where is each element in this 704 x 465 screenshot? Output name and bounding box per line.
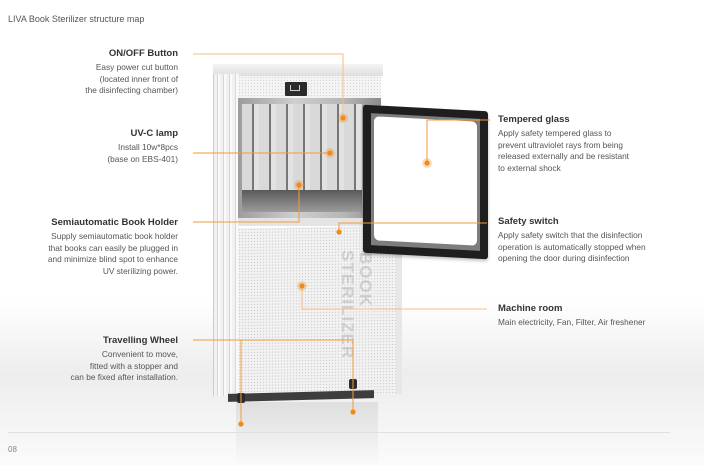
control-panel-icon (285, 82, 307, 96)
brand-text-sterilizer: STERILIZER (338, 250, 357, 360)
callout-title: Machine room (498, 303, 563, 314)
callout-description: Supply semiautomatic book holder that bo… (47, 231, 178, 276)
footer-divider (8, 432, 670, 433)
callout-title: Travelling Wheel (103, 335, 178, 346)
callout-title: ON/OFF Button (108, 48, 178, 59)
callout-description: Apply safety tempered glass to prevent u… (498, 128, 629, 173)
tempered-glass-window (374, 116, 477, 246)
page-number: 08 (8, 445, 17, 454)
callout-onoff-button: ON/OFF Button Easy power cut button (loc… (0, 48, 178, 97)
open-door (363, 104, 488, 260)
wheel-icon (237, 393, 245, 403)
callout-description: Convenient to move, fitted with a stoppe… (70, 349, 178, 382)
book-holder-shelf (242, 190, 362, 212)
callout-title: UV-C lamp (130, 128, 178, 139)
callout-safety-switch: Safety switch Apply safety switch that t… (498, 216, 698, 265)
callout-description: Install 10w*8pcs (base on EBS-401) (107, 142, 178, 164)
callout-description: Main electricity, Fan, Filter, Air fresh… (498, 317, 646, 327)
brand-text-book: BOOK (356, 252, 375, 307)
callout-book-holder: Semiautomatic Book Holder Supply semiaut… (0, 217, 178, 277)
callout-machine-room: Machine room Main electricity, Fan, Filt… (498, 303, 698, 329)
cabinet-control-strip (238, 76, 381, 98)
callout-tempered-glass: Tempered glass Apply safety tempered gla… (498, 114, 698, 174)
callout-title: Semiautomatic Book Holder (51, 217, 178, 228)
wheel-icon (349, 379, 357, 389)
floor-reflection (236, 402, 378, 465)
callout-description: Easy power cut button (located inner fro… (85, 62, 178, 95)
callout-uvc-lamp: UV-C lamp Install 10w*8pcs (base on EBS-… (0, 128, 178, 165)
callout-title: Tempered glass (498, 114, 570, 125)
callout-title: Safety switch (498, 216, 559, 227)
callout-travelling-wheel: Travelling Wheel Convenient to move, fit… (0, 335, 178, 384)
chamber-base (238, 218, 381, 226)
page-title: LIVA Book Sterilizer structure map (8, 14, 145, 24)
cabinet-side-panel (213, 73, 239, 397)
callout-description: Apply safety switch that the disinfectio… (498, 230, 646, 263)
